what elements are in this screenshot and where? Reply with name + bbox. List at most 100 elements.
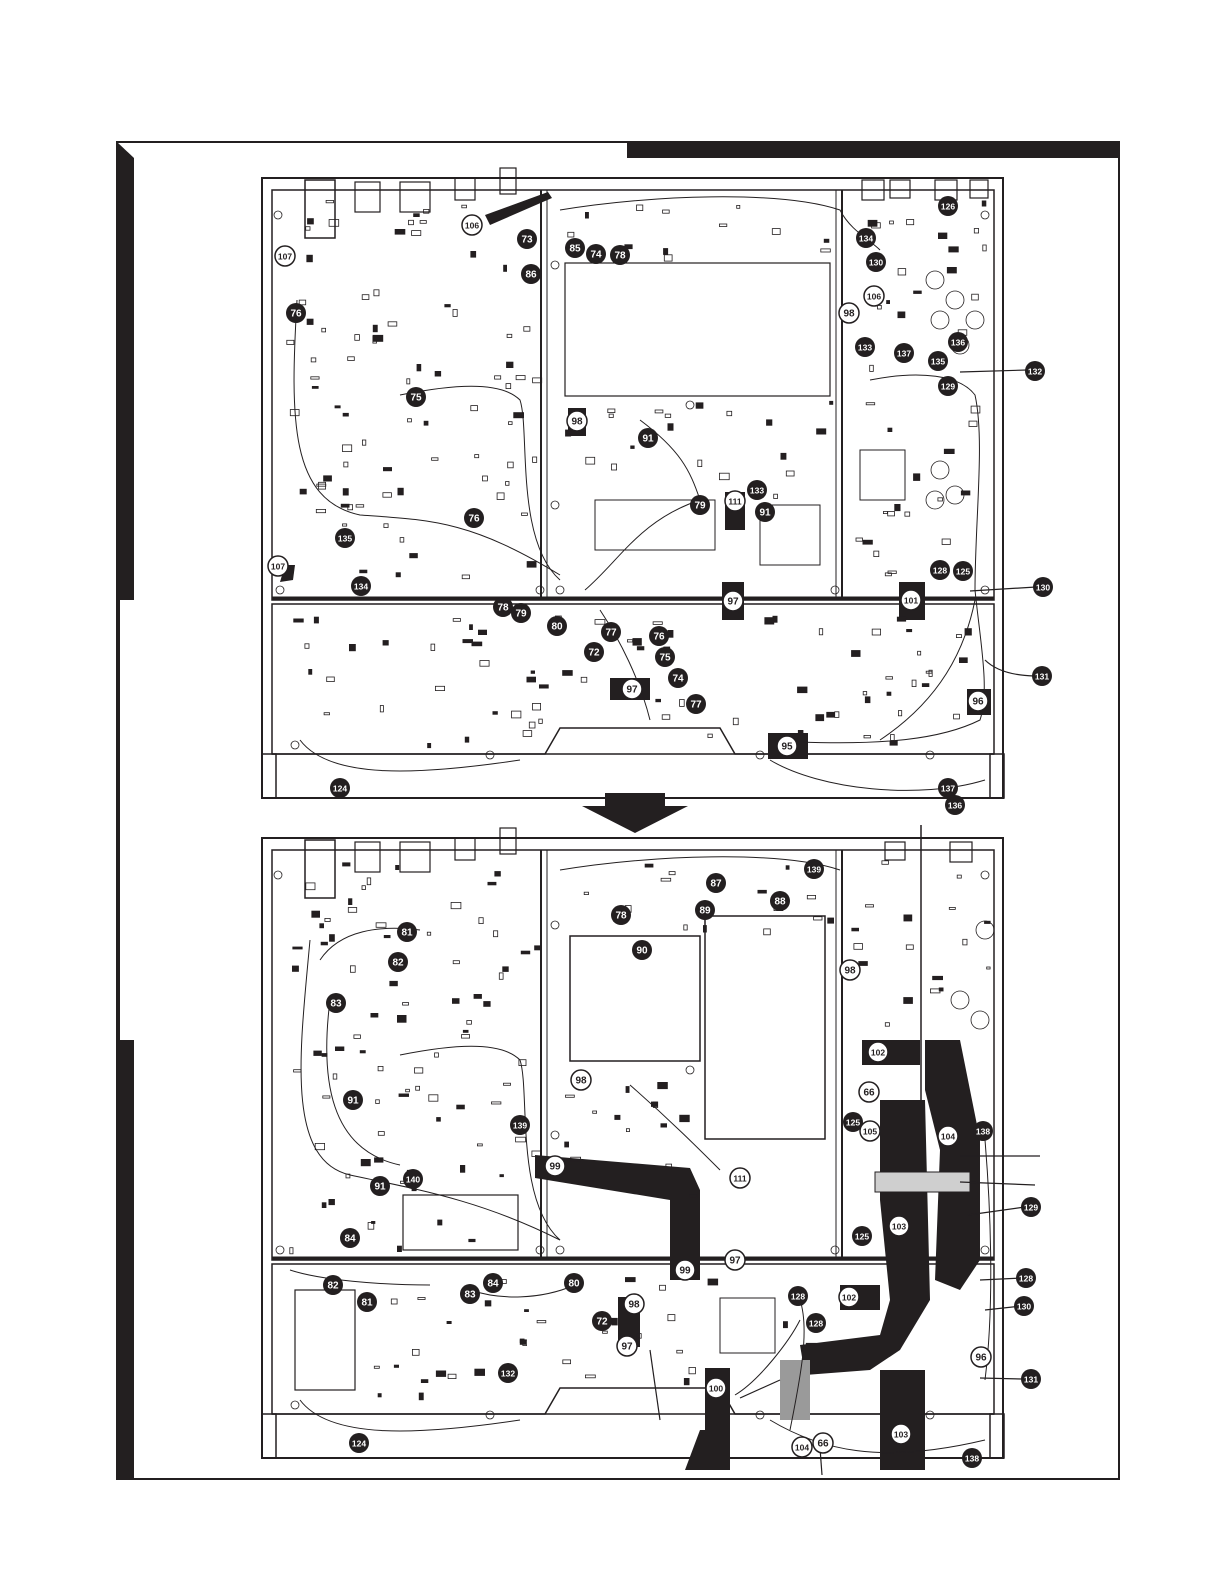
smd-part <box>436 1117 441 1122</box>
smd-part <box>306 318 314 325</box>
bottom-callout-84-marker <box>340 1228 360 1248</box>
top-callout-101-marker <box>900 589 922 611</box>
smd-part <box>531 1150 542 1157</box>
smd-part <box>930 988 941 994</box>
wire-21 <box>789 1299 805 1431</box>
top-callout-78-marker <box>610 245 630 265</box>
smd-part <box>867 219 878 227</box>
smd-part <box>813 916 823 921</box>
smd-part <box>342 412 349 417</box>
smd-part <box>884 1022 890 1027</box>
smd-part <box>772 615 778 623</box>
smd-part <box>379 705 384 713</box>
screw-hole <box>980 1245 990 1255</box>
smd-part <box>873 550 880 557</box>
smd-part <box>389 980 398 987</box>
smd-part <box>456 1104 465 1110</box>
smd-part <box>981 200 987 207</box>
smd-part <box>329 934 335 942</box>
smd-part <box>342 523 348 527</box>
top-callout-75: 75 <box>410 393 422 404</box>
top-callout-91: 91 <box>642 434 654 445</box>
smd-part <box>513 412 525 419</box>
smd-part <box>423 208 430 214</box>
smd-part <box>887 570 897 574</box>
smd-part <box>968 420 978 427</box>
smd-part <box>324 918 331 922</box>
smd-part <box>663 248 669 255</box>
smd-part <box>420 1379 429 1383</box>
smd-part <box>515 1136 526 1143</box>
bottom-callout-88-marker <box>770 891 790 911</box>
smd-part <box>396 1015 407 1023</box>
smd-part <box>948 246 959 253</box>
smd-part <box>370 1013 379 1018</box>
smd-part <box>417 1297 426 1300</box>
smd-part <box>321 327 326 333</box>
top-callout-134-marker <box>856 228 876 248</box>
bottom-callout-102-marker <box>838 1286 860 1308</box>
smd-part <box>780 452 787 460</box>
top-callout-137-marker <box>938 778 958 798</box>
smd-part <box>851 650 861 657</box>
smd-part <box>863 735 871 739</box>
bottom-callout-87: 87 <box>710 879 722 890</box>
bottom-callout-78-marker <box>611 905 631 925</box>
smd-part <box>360 1159 371 1167</box>
wire-15 <box>559 856 841 871</box>
bottom-callout-98: 98 <box>575 1076 587 1087</box>
bottom-callout-96-marker <box>970 1346 992 1368</box>
smd-part <box>938 232 948 239</box>
smd-part <box>390 1298 398 1305</box>
top-callout-74: 74 <box>672 674 684 685</box>
smd-part <box>797 686 808 694</box>
top-callout-135-marker <box>928 351 948 371</box>
smd-part <box>726 410 733 417</box>
smd-part <box>307 218 314 225</box>
bottom-callout-84-marker <box>483 1273 503 1293</box>
top-callout-125-marker <box>953 561 973 581</box>
bottom-callout-91: 91 <box>347 1096 359 1107</box>
smd-part <box>890 734 895 741</box>
smd-part <box>419 220 427 224</box>
smd-part <box>464 736 470 743</box>
smd-part <box>651 1101 658 1107</box>
top-callout-76: 76 <box>468 514 480 525</box>
top-callout-98: 98 <box>571 417 583 428</box>
smd-part <box>526 676 537 683</box>
bottom-callout-87-marker <box>706 873 726 893</box>
smd-part <box>298 299 307 306</box>
smd-part <box>348 898 353 906</box>
screw-hole <box>925 750 935 760</box>
screw-hole <box>290 740 300 750</box>
smd-part <box>889 740 898 746</box>
bottom-callout-132-marker <box>498 1363 518 1383</box>
smd-part <box>636 1333 642 1339</box>
bottom-callout-80-marker <box>564 1273 584 1293</box>
wire-22 <box>289 1269 431 1286</box>
bottom-callout-103: 103 <box>892 1222 906 1232</box>
smd-part <box>815 714 825 722</box>
smd-part <box>342 862 351 867</box>
smd-part <box>523 326 531 332</box>
bottom-callout-78: 78 <box>615 911 627 922</box>
smd-part <box>679 699 685 707</box>
top-callout-130-marker <box>866 252 886 272</box>
screw-hole <box>925 1410 935 1420</box>
smd-part <box>707 1278 719 1286</box>
top-callout-91-marker <box>755 502 775 522</box>
smd-part <box>528 721 536 729</box>
top-callout-136: 136 <box>951 338 965 348</box>
top-chassis <box>261 167 1005 799</box>
smd-part <box>474 1368 485 1376</box>
flat-cables <box>535 1040 980 1470</box>
smd-part <box>348 644 356 652</box>
smd-part <box>911 679 917 687</box>
smd-part <box>826 711 835 718</box>
smd-part <box>570 1156 582 1162</box>
smd-part <box>865 402 876 406</box>
smd-part <box>349 965 356 973</box>
screw-hole <box>555 1245 565 1255</box>
bottom-callout-100: 100 <box>709 1384 723 1394</box>
smd-part <box>372 334 384 342</box>
